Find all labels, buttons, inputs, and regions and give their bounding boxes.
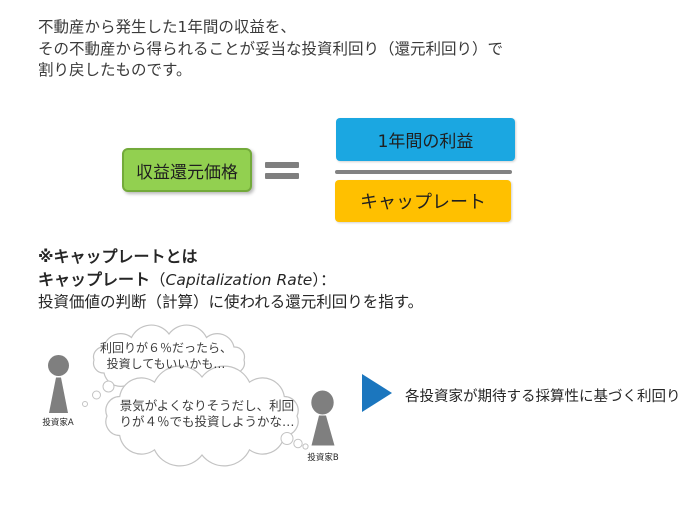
cap-rate-note: ※キャップレートとは キャップレート（Capitalization Rate）：… (38, 246, 423, 314)
investor-b-thought-text: 景気がよくなりそうだし、利回 りが４％でも投資しようかな… (112, 398, 302, 429)
cap-rate-term: キャップレート (38, 269, 151, 289)
thought-trail-a-icon (82, 380, 115, 407)
cap-rate-definition: 投資価値の判断（計算）に使われる還元利回りを指す。 (38, 293, 424, 311)
investor-a-label: 投資家A (42, 418, 74, 428)
denominator-box: キャップレート (335, 180, 511, 222)
investor-b-label: 投資家B (307, 453, 339, 463)
intro-line-1: 不動産から発生した1年間の収益を、 (38, 18, 296, 36)
result-box-label: 収益還元価格 (136, 162, 238, 183)
investor-b-thought-line-1: 景気がよくなりそうだし、利回 (119, 398, 295, 413)
investor-a-thought-line-1: 利回りが６％だったら、 (99, 341, 232, 355)
equals-bar-top (265, 162, 299, 168)
result-box: 収益還元価格 (122, 148, 252, 192)
investor-b-person-icon (311, 390, 335, 446)
numerator-box-label: 1年間の利益 (377, 132, 474, 152)
cap-rate-term-english: Capitalization Rate (165, 270, 313, 289)
cap-rate-paren-close: ）： (312, 270, 336, 289)
intro-line-3: 割り戻したものです。 (38, 61, 192, 79)
cap-rate-heading: ※キャップレートとは (38, 247, 198, 266)
cap-rate-paren-open: （ (150, 270, 166, 289)
equals-sign (265, 162, 299, 183)
cap-rate-term-line: キャップレート（Capitalization Rate）： (38, 269, 423, 292)
fraction-bar (335, 169, 512, 174)
thought-cloud-b-icon (105, 365, 299, 467)
denominator-box-label: キャップレート (360, 192, 486, 213)
conclusion-text: 各投資家が期待する採算性に基づく利回り (405, 389, 681, 405)
equals-bar-bottom (265, 172, 299, 179)
investor-a-thought-text: 利回りが６％だったら、 投資してもいいかも… (86, 341, 246, 372)
investor-a-thought-line-2: 投資してもいいかも… (106, 356, 226, 371)
pointer-triangle-icon (362, 374, 392, 412)
investor-a-person-icon (48, 355, 69, 413)
thought-trail-b-icon (280, 432, 309, 450)
numerator-box: 1年間の利益 (336, 118, 515, 161)
investor-b-thought-line-2: りが４％でも投資しようかな… (119, 413, 295, 429)
intro-paragraph: 不動産から発生した1年間の収益を、 その不動産から得られることが妥当な投資利回り… (38, 17, 503, 82)
intro-line-2: その不動産から得られることが妥当な投資利回り（還元利回り）で (38, 39, 504, 58)
